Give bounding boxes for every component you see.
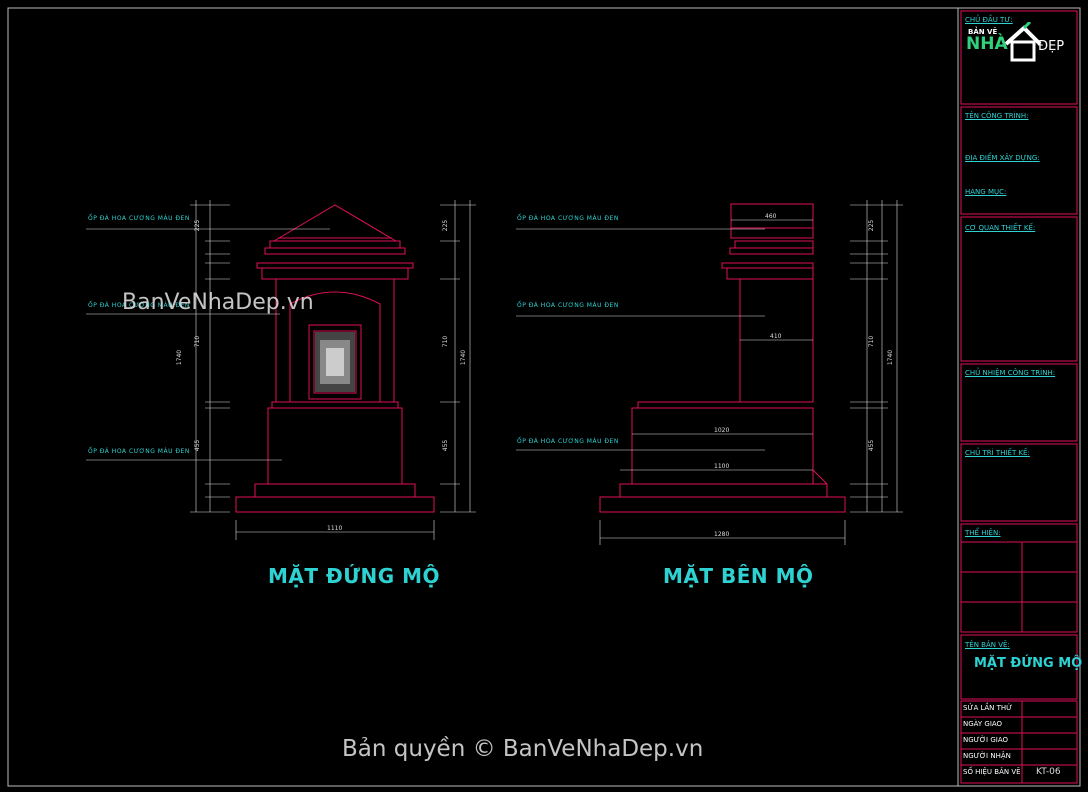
logo-line1: BẢN VẼ — [968, 28, 998, 36]
sheet-border — [7, 7, 1081, 787]
tb-chu-nhiem: CHỦ NHIỆM CÔNG TRÌNH: — [965, 369, 1056, 377]
tb-ngay-giao: NGÀY GIAO — [963, 720, 1003, 728]
side-label-1: ỐP ĐÁ HOA CƯƠNG MÀU ĐEN — [517, 215, 619, 222]
front-dim-total-height: 1740 — [176, 349, 184, 366]
side-dim-middle: 710 — [868, 335, 876, 348]
side-dim-total-height: 1740 — [887, 349, 895, 366]
front-dim-total-height-right: 1740 — [460, 349, 468, 366]
logo-line2: NHÀ — [966, 34, 1008, 54]
tb-nguoi-giao: NGƯỜI GIAO — [963, 736, 1009, 744]
title-block-cells — [960, 10, 1078, 784]
side-dim-top-width: 460 — [765, 213, 777, 220]
tb-ten-ban-ve: TÊN BẢN VẼ: — [965, 641, 1010, 649]
title-block-frame — [957, 7, 1081, 787]
tb-chu-dau-tu: CHỦ ĐẦU TƯ: — [965, 16, 1013, 24]
tb-sua-lan-thu: SỬA LẦN THỨ — [963, 704, 1013, 712]
logo-house-icon — [1004, 22, 1042, 62]
tb-chu-tri: CHỦ TRÌ THIẾT KẾ: — [965, 449, 1030, 457]
front-elevation-outline — [235, 204, 435, 513]
tb-co-quan: CƠ QUAN THIẾT KẾ: — [965, 224, 1036, 232]
front-dim-top-right: 225 — [442, 219, 450, 232]
side-label-2: ỐP ĐÁ HOA CƯƠNG MÀU ĐEN — [517, 302, 619, 309]
side-elevation-outline — [599, 203, 846, 513]
front-leader-lines — [86, 228, 330, 461]
front-dim-middle-right: 710 — [442, 335, 450, 348]
side-elevation-title: MẶT BÊN MỘ — [663, 564, 814, 588]
side-dim-w1: 1020 — [714, 427, 730, 434]
side-label-3: ỐP ĐÁ HOA CƯƠNG MÀU ĐEN — [517, 438, 619, 445]
tb-so-hieu-value: KT-06 — [1036, 767, 1061, 777]
side-dim-top: 225 — [868, 219, 876, 232]
front-dim-width: 1110 — [327, 525, 343, 532]
front-carved-panel — [315, 332, 355, 392]
side-dim-lower: 455 — [868, 439, 876, 452]
front-label-3: ỐP ĐÁ HOA CƯƠNG MÀU ĐEN — [88, 448, 190, 455]
side-dim-w2: 1100 — [714, 463, 730, 470]
front-dim-top: 225 — [194, 219, 202, 232]
tb-hang-muc: HẠNG MỤC: — [965, 188, 1007, 196]
tb-drawing-name: MẶT ĐỨNG MỘ — [974, 656, 1083, 671]
side-leader-lines — [516, 228, 765, 451]
tb-ten-cong-trinh: TÊN CÔNG TRÌNH: — [965, 112, 1029, 120]
side-dim-lines — [599, 200, 903, 545]
watermark-bottom: Bản quyền © BanVeNhaDep.vn — [342, 736, 704, 762]
side-dim-base-width: 1280 — [714, 531, 730, 538]
tb-nguoi-nhan: NGƯỜI NHẬN — [963, 752, 1011, 760]
tb-the-hien: THỂ HIỆN: — [965, 529, 1001, 537]
watermark-top: BanVeNhaDep.vn — [122, 290, 314, 315]
front-label-2: ỐP ĐÁ HOA CƯƠNG MÀU ĐEN — [88, 302, 190, 309]
front-label-1: ỐP ĐÁ HOA CƯƠNG MÀU ĐEN — [88, 215, 190, 222]
logo: BẢN VẼ NHÀ ĐẸP — [966, 22, 1076, 64]
front-dim-middle: 710 — [194, 335, 202, 348]
tb-so-hieu: SỐ HIỆU BẢN VẼ — [963, 768, 1021, 776]
side-dim-mid-width: 410 — [770, 333, 782, 340]
front-dim-lower-right: 455 — [442, 439, 450, 452]
logo-line3: ĐẸP — [1038, 39, 1065, 54]
tb-dia-diem: ĐỊA ĐIỂM XÂY DỰNG: — [965, 154, 1040, 162]
front-dim-lower: 455 — [194, 439, 202, 452]
front-elevation-title: MẶT ĐỨNG MỘ — [268, 564, 440, 588]
